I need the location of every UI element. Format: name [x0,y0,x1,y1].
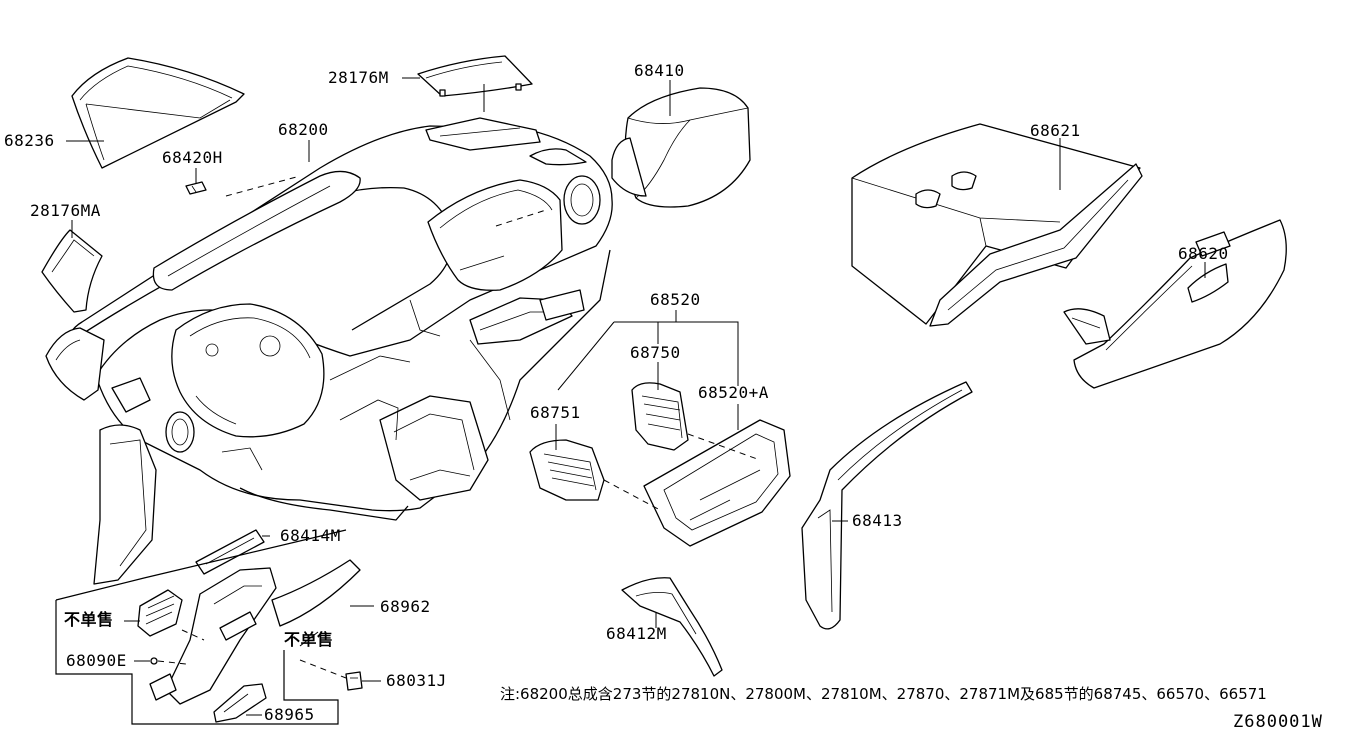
cover-part-68965 [149,673,267,723]
label-68410: 68410 [634,61,685,80]
label-68520: 68520 [650,290,701,309]
air-vent-part-68750 [631,382,689,451]
side-cover-part-28176MA [41,229,103,313]
glove-box-part-68621 [851,123,1143,327]
label-68750: 68750 [630,343,681,362]
label-68420H: 68420H [162,148,223,167]
clip-part-68420H [185,181,207,195]
label-68751: 68751 [530,403,581,422]
glove-lid-part-68620 [1063,219,1287,389]
label-28176M: 28176M [328,68,389,87]
label-68090E: 68090E [66,651,127,670]
air-vent-part-68751 [529,439,605,501]
label-68236: 68236 [4,131,55,150]
fuse-box-cover-part [137,589,183,637]
label-68621: 68621 [1030,121,1081,140]
instrument-panel-part-68200 [45,117,613,585]
assembly-dashed-lines [157,175,761,679]
lower-cover-part-68962 [165,559,361,705]
label-68031J: 68031J [386,671,447,690]
label-68414M: 68414M [280,526,341,545]
label-68520A: 68520+A [698,383,769,402]
label-28176MA: 28176MA [30,201,101,220]
label-68965: 68965 [264,705,315,724]
not-sold-separately-label-1: 不单售 [64,610,114,629]
footnote: 注:68200总成含273节的27810N、27800M、27810M、2787… [500,685,1267,703]
label-68413: 68413 [852,511,903,530]
clip-part-68090E [150,657,158,665]
clip-part-68031J [345,671,363,691]
label-68200: 68200 [278,120,329,139]
diagram-code: Z680001W [1233,712,1323,732]
trim-strip-part-68413 [801,381,973,630]
meter-hood-part-68236 [71,57,245,169]
small-trim-part-68412M [621,577,723,677]
center-bezel-part-68520A [643,419,791,547]
not-sold-separately-label-2: 不单售 [284,630,334,649]
label-68962: 68962 [380,597,431,616]
cover-part-28176M [417,55,533,97]
label-68412M: 68412M [606,624,667,643]
leader-lines [66,77,1206,716]
group-frame [55,529,347,725]
airbag-module-part-68410 [611,87,751,208]
label-68620: 68620 [1178,244,1229,263]
strip-part-68414M [195,529,265,575]
